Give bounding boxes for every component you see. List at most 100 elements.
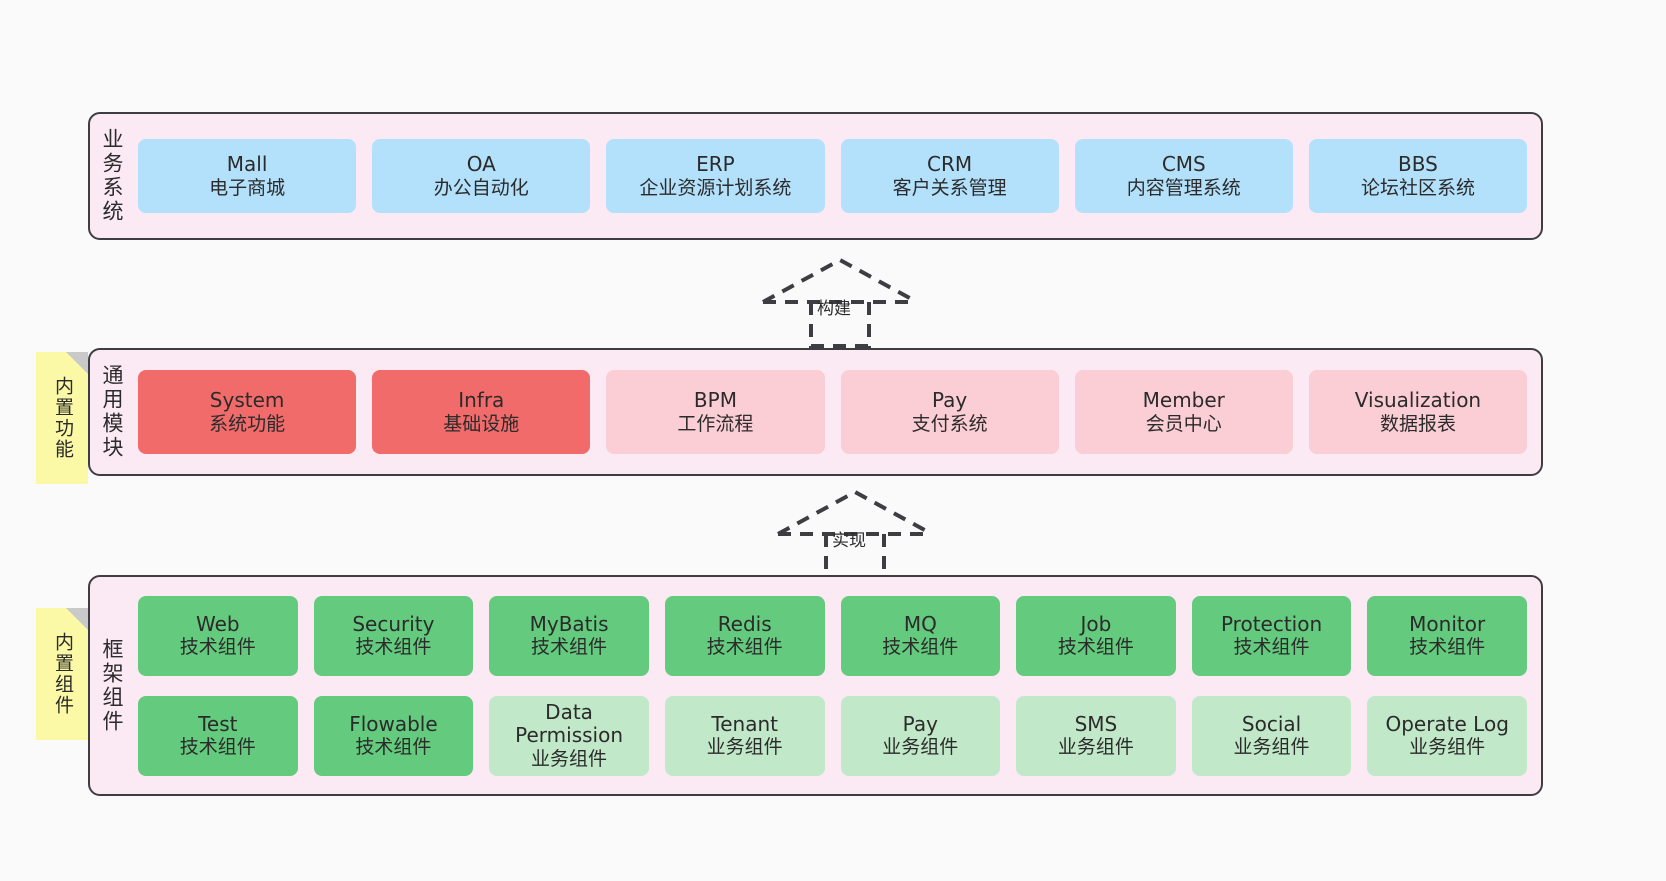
sticky-note-label: 内置组件 [51,632,74,716]
card-subtitle: 业务组件 [882,736,959,759]
card-subtitle: 会员中心 [1145,412,1222,435]
card-oa[interactable]: OA 办公自动化 [372,139,591,213]
connector-implement: 实现 [760,484,950,580]
sticky-note-builtin-components: 内置组件 [36,608,88,740]
card-title: Flowable [349,711,438,736]
card-subtitle: 业务组件 [1057,736,1134,759]
card-subtitle: 技术组件 [355,736,432,759]
layer-body-framework: Web 技术组件 Security 技术组件 MyBatis 技术组件 Redi… [134,577,1541,794]
card-subtitle: 支付系统 [911,412,988,435]
card-title: Redis [717,611,772,636]
card-subtitle: 数据报表 [1379,412,1456,435]
card-subtitle: 客户关系管理 [892,176,1007,199]
card-subtitle: 工作流程 [677,412,754,435]
card-title: Infra [458,388,505,412]
card-subtitle: 技术组件 [882,636,959,659]
layer-label-common: 通用模块 [100,364,125,460]
card-title: Protection [1220,611,1323,636]
card-test[interactable]: Test 技术组件 [138,695,298,776]
card-title: Pay [902,711,938,736]
card-title: Monitor [1409,611,1486,636]
card-subtitle: 技术组件 [531,636,608,659]
card-security[interactable]: Security 技术组件 [313,595,474,676]
card-subtitle: 技术组件 [1409,636,1486,659]
card-title: Data Permission [515,699,623,748]
card-subtitle: 基础设施 [443,412,520,435]
card-title: MyBatis [529,611,609,636]
card-mybatis[interactable]: MyBatis 技术组件 [489,595,649,676]
card-tenant[interactable]: Tenant 业务组件 [664,695,825,776]
card-title: CRM [927,152,973,176]
layer-label-framework: 框架组件 [100,637,125,734]
card-member[interactable]: Member 会员中心 [1074,370,1293,454]
card-row: Web 技术组件 Security 技术组件 MyBatis 技术组件 Redi… [138,595,1527,676]
card-row: Test 技术组件 Flowable 技术组件 Data Permission … [138,695,1527,776]
card-title: Member [1142,388,1225,412]
card-visualization[interactable]: Visualization 数据报表 [1308,370,1528,454]
card-title: Visualization [1354,388,1482,412]
card-erp[interactable]: ERP 企业资源计划系统 [606,139,825,213]
layer-business-systems: 业务系统 Mall 电子商城 OA 办公自动化 ERP 企业资源计划系统 CRM… [88,112,1543,240]
card-mq[interactable]: MQ 技术组件 [840,595,1001,676]
card-title: BPM [693,388,737,412]
card-title: Operate Log [1385,711,1509,736]
card-job[interactable]: Job 技术组件 [1016,595,1176,676]
card-social[interactable]: Social 业务组件 [1191,695,1352,776]
card-title: Test [198,711,238,736]
card-crm[interactable]: CRM 客户关系管理 [840,139,1059,213]
card-subtitle: 技术组件 [1057,636,1134,659]
card-subtitle: 技术组件 [706,636,783,659]
card-sms[interactable]: SMS 业务组件 [1016,695,1176,776]
card-operate-log[interactable]: Operate Log 业务组件 [1367,695,1527,776]
card-web[interactable]: Web 技术组件 [138,595,298,676]
card-subtitle: 技术组件 [355,636,432,659]
card-title: Web [196,611,240,636]
sticky-note-label: 内置功能 [51,376,74,460]
card-title: Security [352,611,435,636]
card-title: Social [1241,711,1302,736]
card-monitor[interactable]: Monitor 技术组件 [1367,595,1527,676]
connector-implement-label: 实现 [832,531,866,551]
card-subtitle: 内容管理系统 [1126,176,1241,199]
card-pay[interactable]: Pay 支付系统 [840,370,1059,454]
card-data-permission[interactable]: Data Permission 业务组件 [489,695,649,776]
card-title: CMS [1161,152,1206,176]
connector-build: 构建 [745,252,935,348]
card-subtitle: 技术组件 [179,636,256,659]
connector-build-arrow-icon [762,257,918,348]
layer-common-modules: 通用模块 System 系统功能 Infra 基础设施 BPM 工作流程 Pay… [88,348,1543,476]
card-title: Mall [226,152,268,176]
card-cms[interactable]: CMS 内容管理系统 [1074,139,1293,213]
card-flowable[interactable]: Flowable 技术组件 [313,695,474,776]
card-infra[interactable]: Infra 基础设施 [372,370,591,454]
layer-body-business: Mall 电子商城 OA 办公自动化 ERP 企业资源计划系统 CRM 客户关系… [134,114,1541,238]
card-subtitle: 办公自动化 [433,176,529,199]
card-subtitle: 技术组件 [179,736,256,759]
card-system[interactable]: System 系统功能 [138,370,357,454]
card-subtitle: 电子商城 [209,176,286,199]
card-mall[interactable]: Mall 电子商城 [138,139,357,213]
card-title: ERP [696,152,735,176]
card-title: Tenant [711,711,778,736]
card-pay-business[interactable]: Pay 业务组件 [840,695,1001,776]
card-bbs[interactable]: BBS 论坛社区系统 [1308,139,1528,213]
sticky-note-builtin-features: 内置功能 [36,352,88,484]
card-subtitle: 业务组件 [531,747,608,770]
layer-framework-components: 框架组件 Web 技术组件 Security 技术组件 MyBatis 技术组件… [88,575,1543,796]
connector-build-label: 构建 [817,299,851,319]
sticky-fold-corner-icon [66,608,88,630]
card-subtitle: 技术组件 [1233,636,1310,659]
card-title: SMS [1074,711,1118,736]
card-subtitle: 企业资源计划系统 [639,176,792,199]
layer-body-common: System 系统功能 Infra 基础设施 BPM 工作流程 Pay 支付系统… [134,350,1541,474]
card-title: OA [466,152,496,176]
card-title: Job [1080,611,1112,636]
card-protection[interactable]: Protection 技术组件 [1191,595,1352,676]
card-subtitle: 业务组件 [1409,736,1486,759]
card-row: System 系统功能 Infra 基础设施 BPM 工作流程 Pay 支付系统… [138,370,1528,454]
card-title: Pay [931,388,968,412]
card-bpm[interactable]: BPM 工作流程 [606,370,825,454]
card-subtitle: 系统功能 [209,412,286,435]
card-redis[interactable]: Redis 技术组件 [664,595,825,676]
